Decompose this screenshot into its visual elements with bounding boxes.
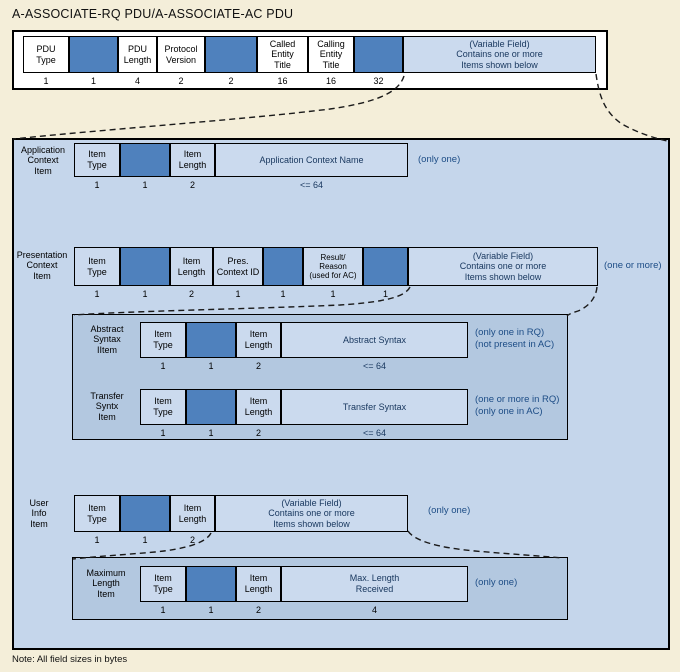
footnote: Note: All field sizes in bytes [12,654,128,665]
maximum-length-row-reserved-filler [186,566,236,602]
abstract-syntax-row-label: Abstract Syntax IItem [90,323,124,356]
maximum-length-row-item-field: Item Type [140,566,186,602]
user-info-row-reserved-filler [120,495,170,532]
presentation-context-row-item-field-size: 1 [94,289,100,299]
pdu-row-calling-field-size: 16 [325,76,336,86]
maximum-length-row-label: Maximum Length Item [86,567,126,600]
pdu-row-protocol-field-size: 2 [178,76,184,86]
pdu-row-pdu-field-size: 1 [43,76,49,86]
maximum-length-row-max-length-variable: Max. Length Received [281,566,468,602]
user-info-row-item-field: Item Type [74,495,120,532]
transfer-syntax-row-item-field-size: 2 [255,428,261,438]
presentation-context-row-reserved-filler [120,247,170,286]
user-info-row-variable-field-variable: (Variable Field) Contains one or more It… [215,495,408,532]
pdu-row-protocol-field: Protocol Version [157,36,205,73]
transfer-syntax-row-item-field: Item Type [140,389,186,425]
presentation-context-row-result-field-size: 1 [330,289,336,299]
application-context-row-annotation: (only one) [418,153,461,165]
presentation-context-row-reserved-filler-size: 1 [142,289,148,299]
abstract-syntax-row-item-field: Item Length [236,322,281,358]
abstract-syntax-row-abstract-syntax-variable: Abstract Syntax [281,322,468,358]
presentation-context-row-pres-field-size: 1 [235,289,241,299]
presentation-context-row-item-field: Item Length [170,247,213,286]
pdu-row-pdu-field: PDU Length [118,36,157,73]
transfer-syntax-row-transfer-syntax-variable-size: <= 64 [362,428,387,438]
presentation-context-row-pres-field: Pres. Context ID [213,247,263,286]
user-info-row-item-field-size: 2 [189,535,195,545]
presentation-context-row-item-field-size: 2 [188,289,194,299]
transfer-syntax-row-label: Transfer Syntx Item [90,390,124,423]
abstract-syntax-row-abstract-syntax-variable-size: <= 64 [362,361,387,371]
user-info-row-item-field: Item Length [170,495,215,532]
pdu-row-calling-field: Calling Entity Title [308,36,354,73]
application-context-row-item-field-size: 2 [189,180,195,190]
presentation-context-row-reserved-filler-size: 1 [280,289,286,299]
pdu-row-reserved-filler [205,36,257,73]
transfer-syntax-row-reserved-filler-size: 1 [208,428,214,438]
application-context-row-label: Application Context Item [20,144,66,177]
abstract-syntax-row-reserved-filler-size: 1 [208,361,214,371]
pdu-row-called-field: Called Entity Title [257,36,308,73]
maximum-length-row-annotation: (only one) [475,576,518,588]
transfer-syntax-row-item-field: Item Length [236,389,281,425]
pdu-row-reserved-filler [69,36,118,73]
abstract-syntax-row-item-field: Item Type [140,322,186,358]
abstract-syntax-row-item-field-size: 1 [160,361,166,371]
application-context-row-item-field: Item Length [170,143,215,177]
application-context-row-item-field: Item Type [74,143,120,177]
abstract-syntax-row-annotation: (only one in RQ) (not present in AC) [475,327,555,350]
presentation-context-row-reserved-filler-size: 1 [382,289,388,299]
pdu-row-reserved-filler [354,36,403,73]
user-info-row-item-field-size: 1 [94,535,100,545]
maximum-length-row-item-field: Item Length [236,566,281,602]
maximum-length-row-reserved-filler-size: 1 [208,605,214,615]
transfer-syntax-row-annotation: (one or more in RQ) (only one in AC) [475,394,560,417]
transfer-syntax-row-transfer-syntax-variable: Transfer Syntax [281,389,468,425]
pdu-row-reserved-filler-size: 2 [228,76,234,86]
user-info-row-reserved-filler-size: 1 [142,535,148,545]
presentation-context-row-annotation: (one or more) [604,259,662,271]
transfer-syntax-row-item-field-size: 1 [160,428,166,438]
transfer-syntax-row-reserved-filler [186,389,236,425]
maximum-length-row-item-field-size: 2 [255,605,261,615]
application-context-row-application-context-name-variable-size: <= 64 [299,180,324,190]
presentation-context-row-result-field: Result/ Reason (used for AC) [303,247,363,286]
application-context-row-item-field-size: 1 [94,180,100,190]
pdu-row-reserved-filler-size: 32 [373,76,384,86]
presentation-context-row-variable-field-variable: (Variable Field) Contains one or more It… [408,247,598,286]
application-context-row-reserved-filler-size: 1 [142,180,148,190]
pdu-row-pdu-field: PDU Type [23,36,69,73]
abstract-syntax-row-item-field-size: 2 [255,361,261,371]
application-context-row-application-context-name-variable: Application Context Name [215,143,408,177]
presentation-context-row-item-field: Item Type [74,247,120,286]
presentation-context-row-reserved-filler [363,247,408,286]
user-info-row-annotation: (only one) [428,504,471,516]
pdu-row-reserved-filler-size: 1 [90,76,96,86]
application-context-row-reserved-filler [120,143,170,177]
user-info-row-label: User Info Item [29,497,49,530]
maximum-length-row-max-length-variable-size: 4 [371,605,377,615]
pdu-row-variable-field-variable: (Variable Field) Contains one or more It… [403,36,596,73]
pdu-row-pdu-field-size: 4 [134,76,140,86]
presentation-context-row-label: Presentation Context Item [16,249,68,282]
presentation-context-row-reserved-filler [263,247,303,286]
maximum-length-row-item-field-size: 1 [160,605,166,615]
abstract-syntax-row-reserved-filler [186,322,236,358]
pdu-row-called-field-size: 16 [277,76,288,86]
diagram-title: A-ASSOCIATE-RQ PDU/A-ASSOCIATE-AC PDU [12,7,294,21]
